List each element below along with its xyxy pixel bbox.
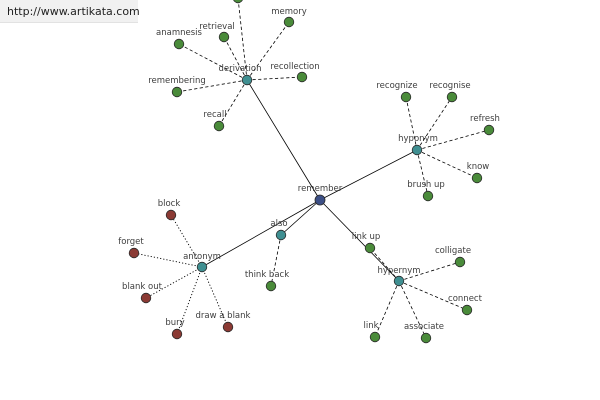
node-blank-out-label: blank out xyxy=(122,282,163,292)
node-recognize-label: recognize xyxy=(376,81,417,91)
node-refresh[interactable] xyxy=(483,124,495,136)
node-brush-up-label: brush up xyxy=(407,180,445,190)
node-anamnesis[interactable] xyxy=(173,38,185,50)
edge-derivation-d-retrieval xyxy=(223,36,248,81)
edge-remember-also xyxy=(280,199,321,236)
root-node-remember[interactable] xyxy=(314,194,326,206)
node-blank-out[interactable] xyxy=(140,292,152,304)
group-node-also[interactable] xyxy=(275,229,287,241)
node-recollection[interactable] xyxy=(296,71,308,83)
node-block[interactable] xyxy=(165,209,177,221)
group-node-hyponym-label: hyponym xyxy=(398,134,438,144)
edge-hyponym-h-recognise xyxy=(416,96,453,151)
node-memory[interactable] xyxy=(283,16,295,28)
node-draw-a-blank[interactable] xyxy=(222,321,234,333)
edge-hyponym-h-brush-up xyxy=(416,149,429,197)
node-link[interactable] xyxy=(369,331,381,343)
graph-nodes xyxy=(128,0,495,344)
graph-labels: retrieval memory anamnesis recollection reme… xyxy=(118,7,500,332)
node-think-back-label: think back xyxy=(245,270,289,280)
node-colligate[interactable] xyxy=(454,256,466,268)
edge-hypernym-p-colligate xyxy=(398,261,461,282)
node-recognise[interactable] xyxy=(446,91,458,103)
group-node-derivation[interactable] xyxy=(241,74,253,86)
root-node-remember-label: remember xyxy=(298,184,343,194)
edge-remember-hyponym xyxy=(319,149,418,201)
node-forget-label: forget xyxy=(118,237,144,247)
edge-antonym-n-forget xyxy=(133,252,203,268)
edge-hypernym-p-connect xyxy=(398,280,468,311)
node-forget[interactable] xyxy=(128,247,140,259)
edge-remember-derivation xyxy=(246,79,321,201)
node-remembering[interactable] xyxy=(171,86,183,98)
edge-remember-hypernym xyxy=(319,199,400,282)
edge-also-a-think-back xyxy=(270,234,282,287)
node-connect-label: connect xyxy=(448,294,483,304)
edge-antonym-n-block xyxy=(170,214,203,268)
node-draw-a-blank-label: draw a blank xyxy=(196,311,251,321)
node-retrieval[interactable] xyxy=(218,31,230,43)
edge-antonym-n-blank-out xyxy=(145,266,203,299)
node-connect[interactable] xyxy=(461,304,473,316)
edge-hypernym-p-link-up xyxy=(369,247,400,282)
edge-derivation-d-recall xyxy=(218,79,248,127)
node-brush-up[interactable] xyxy=(422,190,434,202)
node-d-offscreen[interactable] xyxy=(233,0,243,4)
edge-hyponym-h-refresh xyxy=(416,129,490,151)
node-remembering-label: remembering xyxy=(148,76,206,86)
edge-derivation-d-memory xyxy=(246,21,290,81)
node-bury-label: bury xyxy=(165,318,184,328)
node-anamnesis-label: anamnesis xyxy=(156,28,202,38)
group-node-also-label: also xyxy=(270,219,287,229)
edge-derivation-d-anamnesis xyxy=(178,43,248,81)
node-link-up[interactable] xyxy=(364,242,376,254)
edge-derivation-d-recollection xyxy=(246,76,303,81)
group-node-antonym-label: antonym xyxy=(183,252,221,262)
group-node-derivation-label: derivation xyxy=(218,64,261,74)
node-recognize[interactable] xyxy=(400,91,412,103)
site-url-link[interactable]: http://www.artikata.com xyxy=(7,5,140,18)
edge-hyponym-h-recognize xyxy=(405,96,418,151)
node-block-label: block xyxy=(158,199,181,209)
node-retrieval-label: retrieval xyxy=(199,22,235,32)
group-node-hyponym[interactable] xyxy=(411,144,423,156)
group-node-antonym[interactable] xyxy=(196,261,208,273)
node-recall[interactable] xyxy=(213,120,225,132)
edge-antonym-n-draw-a-blank xyxy=(201,266,229,328)
node-refresh-label: refresh xyxy=(470,114,500,124)
url-banner: http://www.artikata.com xyxy=(0,0,140,23)
node-know[interactable] xyxy=(471,172,483,184)
graph-edges xyxy=(133,0,490,339)
node-colligate-label: colligate xyxy=(435,246,471,256)
node-recognise-label: recognise xyxy=(429,81,470,91)
node-associate-label: associate xyxy=(404,322,444,332)
node-associate[interactable] xyxy=(420,332,432,344)
node-know-label: know xyxy=(467,162,490,172)
group-node-hypernym[interactable] xyxy=(393,275,405,287)
edge-hypernym-p-associate xyxy=(398,280,427,339)
edge-derivation-d-offscreen xyxy=(237,0,248,81)
node-memory-label: memory xyxy=(271,7,307,17)
edge-derivation-d-remembering xyxy=(176,79,248,93)
node-link-label: link xyxy=(363,321,378,331)
node-recall-label: recall xyxy=(203,110,226,120)
node-bury[interactable] xyxy=(171,328,183,340)
edge-remember-antonym xyxy=(201,199,321,268)
edge-antonym-n-bury xyxy=(176,266,203,335)
node-think-back[interactable] xyxy=(265,280,277,292)
edge-hypernym-p-link xyxy=(374,280,400,338)
group-node-hypernym-label: hypernym xyxy=(377,266,420,276)
node-link-up-label: link up xyxy=(352,232,381,242)
node-recollection-label: recollection xyxy=(270,62,319,72)
